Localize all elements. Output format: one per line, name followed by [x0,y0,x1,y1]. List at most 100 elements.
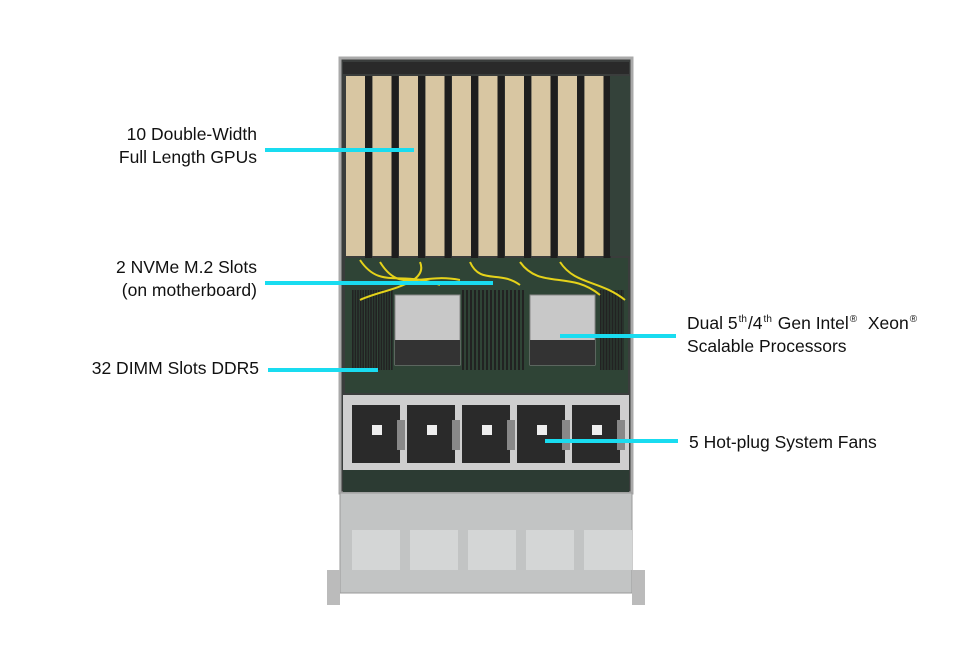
dimm-slot [618,290,619,370]
label-cpu: Dual 5th/4th Gen Intel® Xeon® Scalable P… [687,312,918,358]
dimm-slot [600,290,601,370]
dimm-slot [612,290,613,370]
callout-line-gpus [265,148,414,152]
dimm-slot [502,290,504,370]
dimm-slot [494,290,496,370]
dimm-slot [362,290,364,370]
dimm-slot [378,290,380,370]
dimm-slot [601,290,603,370]
dimm-slot [375,290,377,370]
label-cpu-line2: Scalable Processors [687,336,847,356]
dimm-slot [607,290,609,370]
dimm-slot [613,290,615,370]
gpu-card-shroud [550,76,558,258]
dimm-slot [610,290,612,370]
callout-line-nvme [265,281,493,285]
cpu-heatsinks [394,294,596,366]
system-fans [352,405,625,463]
dimm-slot [354,290,357,370]
label-gpus-line2: Full Length GPUs [118,147,257,167]
gpu-card-shroud [497,76,505,258]
gpu-riser-board [610,76,630,256]
fan-latch [397,420,405,450]
cpu-text-mid: /4 [747,313,763,333]
gpu-card-shroud [603,76,611,258]
gpu-card-shroud [365,76,372,258]
gpu-card [452,76,471,256]
callout-line-fans [545,439,678,443]
dimm-slot [603,290,604,370]
fan-label [537,425,547,435]
handle-right [632,570,645,605]
label-gpus-line1: 10 Double-Width [126,124,257,144]
label-cpu-line1: Dual 5th/4th Gen Intel® Xeon® [687,312,918,335]
dimm-slot [619,290,621,370]
cpu-text-pre: Dual 5 [687,313,738,333]
dimm-slot [522,290,524,370]
gpu-card [558,76,577,256]
dimm-slot [470,290,472,370]
label-nvme-line2: (on motherboard) [121,280,257,300]
dimm-slot [466,290,468,370]
dimm-slot [359,290,362,370]
dimm-slot [615,290,616,370]
dimm-slot [391,290,393,370]
dimm-slot [498,290,500,370]
dimm-slot [357,290,359,370]
label-nvme-line1: 2 NVMe M.2 Slots [115,257,257,277]
gpu-card [425,76,445,256]
cpu-text-xeon: Xeon [858,313,909,333]
fan-label [592,425,602,435]
dimm-slot [510,290,512,370]
dimm-slot [478,290,480,370]
dimm-slot [388,290,390,370]
fan-latch [617,420,625,450]
dimm-slot [372,290,375,370]
dimm-slot [621,290,622,370]
cpu-registered-mark-1: ® [849,314,858,325]
dimm-slot [365,290,367,370]
dimm-slot [474,290,476,370]
dimm-slot [604,290,606,370]
dimm-slot [385,290,388,370]
cpu-sup-th-2: th [763,314,772,325]
fan-label [482,425,492,435]
gpu-card [399,76,418,256]
fan-label [427,425,437,435]
gpu-card [372,76,392,256]
label-fans: 5 Hot-plug System Fans [689,431,877,454]
cpu-registered-mark-2: ® [909,314,918,325]
dimm-slot [490,290,492,370]
cpu-sup-th-1: th [738,314,747,325]
drive-bay-panel [468,530,516,570]
callout-line-dimm [268,368,378,372]
fan-label [372,425,382,435]
label-gpus: 10 Double-Width Full Length GPUs [119,123,257,169]
dimm-slot [380,290,383,370]
dimm-slot [383,290,385,370]
dimm-slot [462,290,464,370]
dimm-slot [506,290,508,370]
dimm-slot [367,290,370,370]
dimm-slot [486,290,488,370]
callout-line-cpu [560,334,676,338]
gpu-card [505,76,524,256]
label-dimm: 32 DIMM Slots DDR5 [92,357,259,380]
dimm-slot [352,290,354,370]
label-dimm-line1: 32 DIMM Slots DDR5 [91,358,259,378]
dimm-slot [482,290,484,370]
fan-latch [452,420,460,450]
fan-latch [562,420,570,450]
drive-bay-panel [526,530,574,570]
dimm-slot [622,290,624,370]
gpu-card-shroud [418,76,425,258]
handle-left [327,570,340,605]
dimm-slot [616,290,618,370]
gpu-card-shroud [577,76,584,258]
dimm-slot [370,290,372,370]
gpu-card [346,76,365,256]
gpu-card-shroud [524,76,531,258]
label-nvme: 2 NVMe M.2 Slots (on motherboard) [116,256,257,302]
cpu-text-post: Gen Intel [772,313,849,333]
dimm-slots [352,290,624,370]
